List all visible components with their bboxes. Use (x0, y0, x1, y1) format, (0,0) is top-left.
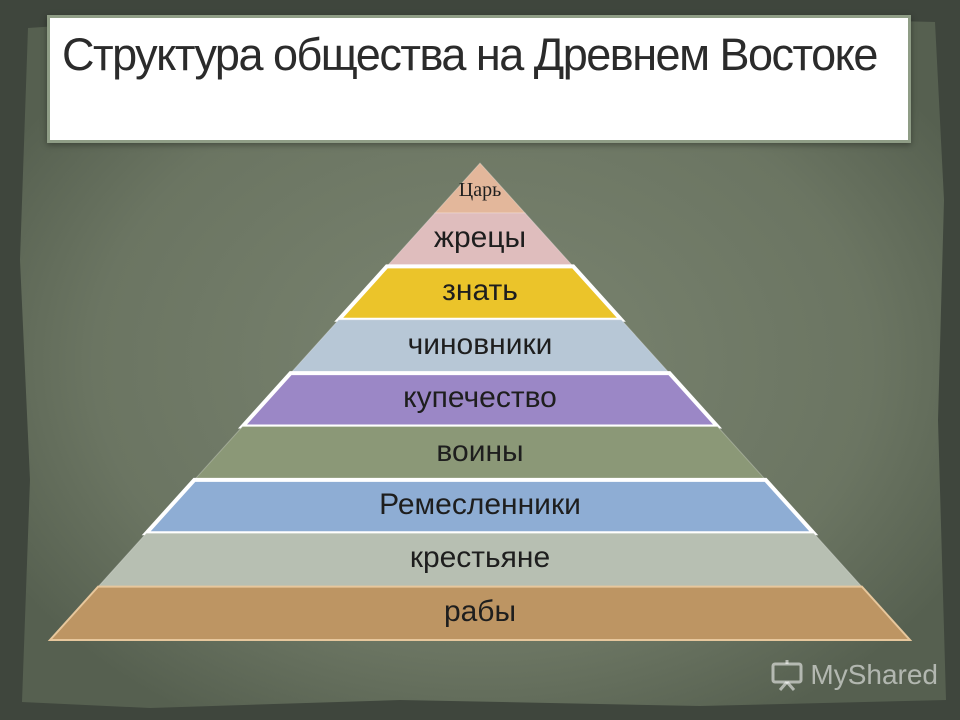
tier-label-7: крестьяне (409, 541, 551, 575)
tier-label-4: купечество (403, 381, 557, 415)
tier-label-2: знать (442, 274, 518, 308)
pyramid-tier-8 (47, 585, 913, 641)
tier-label-6: Ремесленники (379, 487, 581, 521)
tier-label-8: рабы (443, 594, 517, 628)
tier-label-5: воины (436, 434, 524, 468)
watermark-text: MyShared (810, 659, 938, 690)
watermark: MyShared (770, 658, 938, 692)
presentation-icon (771, 660, 803, 691)
tier-label-0: Царь (458, 178, 502, 201)
tier-label-1: жрецы (433, 221, 527, 255)
tier-label-3: чиновники (407, 327, 553, 361)
slide-title: Структура общества на Древнем Востоке (62, 29, 878, 80)
title-box: Структура общества на Древнем Востоке (47, 15, 911, 143)
